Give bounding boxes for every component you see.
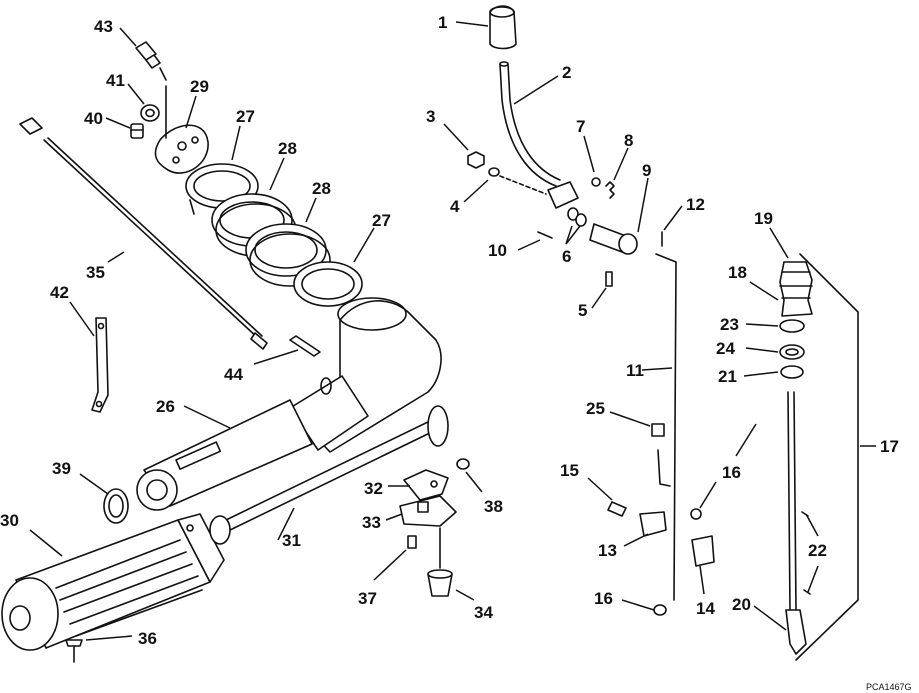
callout-27-upper: 27 [236,107,255,126]
part-10-pin [537,231,553,239]
part-35-throttle-cable [19,117,268,350]
part-24-o-ring [779,344,805,360]
callout-16-lower: 16 [594,589,613,608]
callout-38: 38 [484,497,503,516]
callout-12: 12 [686,195,705,214]
part-26-steering-arm [136,297,442,511]
callout-18: 18 [728,263,747,282]
callout-25: 25 [586,399,605,418]
callout-10: 10 [488,241,507,260]
leader-lines [29,21,876,641]
part-4-washer [488,167,547,195]
part-3-nut [467,151,485,169]
callout-44: 44 [224,365,243,384]
part-37-screw [407,535,417,549]
callout-3: 3 [426,107,435,126]
callout-17: 17 [880,437,899,456]
callout-27-lower: 27 [372,211,391,230]
callout-2: 2 [562,63,571,82]
callout-11: 11 [626,361,644,380]
part-30-twist-grip [1,513,225,651]
callout-39: 39 [52,459,71,478]
part-8-spring [605,181,615,199]
part-44-pin [289,335,321,357]
part-17-bracket-line [795,253,859,661]
callout-33: 33 [362,513,381,532]
callout-32: 32 [364,479,383,498]
part-5-screw [605,271,613,287]
part-shift-shaft [787,391,797,611]
callout-43: 43 [94,17,113,36]
part-42-link [91,317,109,413]
callout-36: 36 [138,629,157,648]
callout-19: 19 [754,209,773,228]
callout-28-upper: 28 [278,139,297,158]
callout-42: 42 [50,283,69,302]
callout-13: 13 [598,541,617,560]
part-15-screw [607,501,627,517]
part-31-throttle-shaft [209,405,449,545]
part-21-washer [780,365,804,379]
callout-34: 34 [474,603,493,622]
part-40-nut [130,123,144,139]
part-11-shift-rod [655,253,677,601]
part-29-friction-plate [154,85,209,174]
callout-21: 21 [718,367,737,386]
part-25-grommet [651,423,665,437]
callout-29: 29 [190,77,209,96]
figure-id: PCA1467G [866,682,912,692]
part-27-bushing-lower [293,261,363,307]
part-1-knob [489,5,517,50]
callout-15: 15 [560,461,579,480]
callout-23: 23 [720,315,739,334]
callout-1: 1 [438,13,447,32]
callout-5: 5 [578,301,587,320]
part-16-nut-upper [690,508,702,520]
part-23-washer [779,319,805,333]
callout-7: 7 [576,117,585,136]
callout-labels: 43 41 40 29 27 28 28 27 35 42 44 26 39 3… [0,13,912,692]
callout-37: 37 [358,589,377,608]
part-9-shaft [589,223,638,255]
callout-35: 35 [86,263,105,282]
part-39-o-ring [103,488,129,524]
part-19-boot [779,261,813,317]
part-16-nut-lower [653,604,667,616]
callout-9: 9 [642,161,651,180]
callout-8: 8 [624,131,633,150]
part-33-bracket [399,495,457,527]
part-36-screw [65,639,83,663]
callout-6: 6 [562,247,571,266]
callout-26: 26 [156,397,175,416]
part-32-throttle-cam [403,469,449,501]
part-14-clamp [691,535,715,567]
part-43-grease-fitting [135,41,167,81]
callout-16-upper: 16 [722,463,741,482]
part-20-shift-cam [785,609,807,655]
callout-40: 40 [84,109,103,128]
part-34-stud [427,527,453,597]
callout-41: 41 [106,71,125,90]
callout-4: 4 [450,197,460,216]
part-6-washers [567,207,587,227]
part-38-nut [456,458,470,470]
part-28-seal-ring-b [245,223,331,287]
callout-31: 31 [282,531,301,550]
callout-30: 30 [0,511,19,530]
callout-20: 20 [732,595,751,614]
part-41-nut [140,104,160,122]
callout-24: 24 [716,339,735,358]
callout-22: 22 [808,541,827,560]
callout-28-lower: 28 [312,179,331,198]
part-2-shift-lever [499,61,579,209]
part-13-clamp [639,511,667,537]
callout-14: 14 [696,599,715,618]
part-7-pin [591,177,601,187]
